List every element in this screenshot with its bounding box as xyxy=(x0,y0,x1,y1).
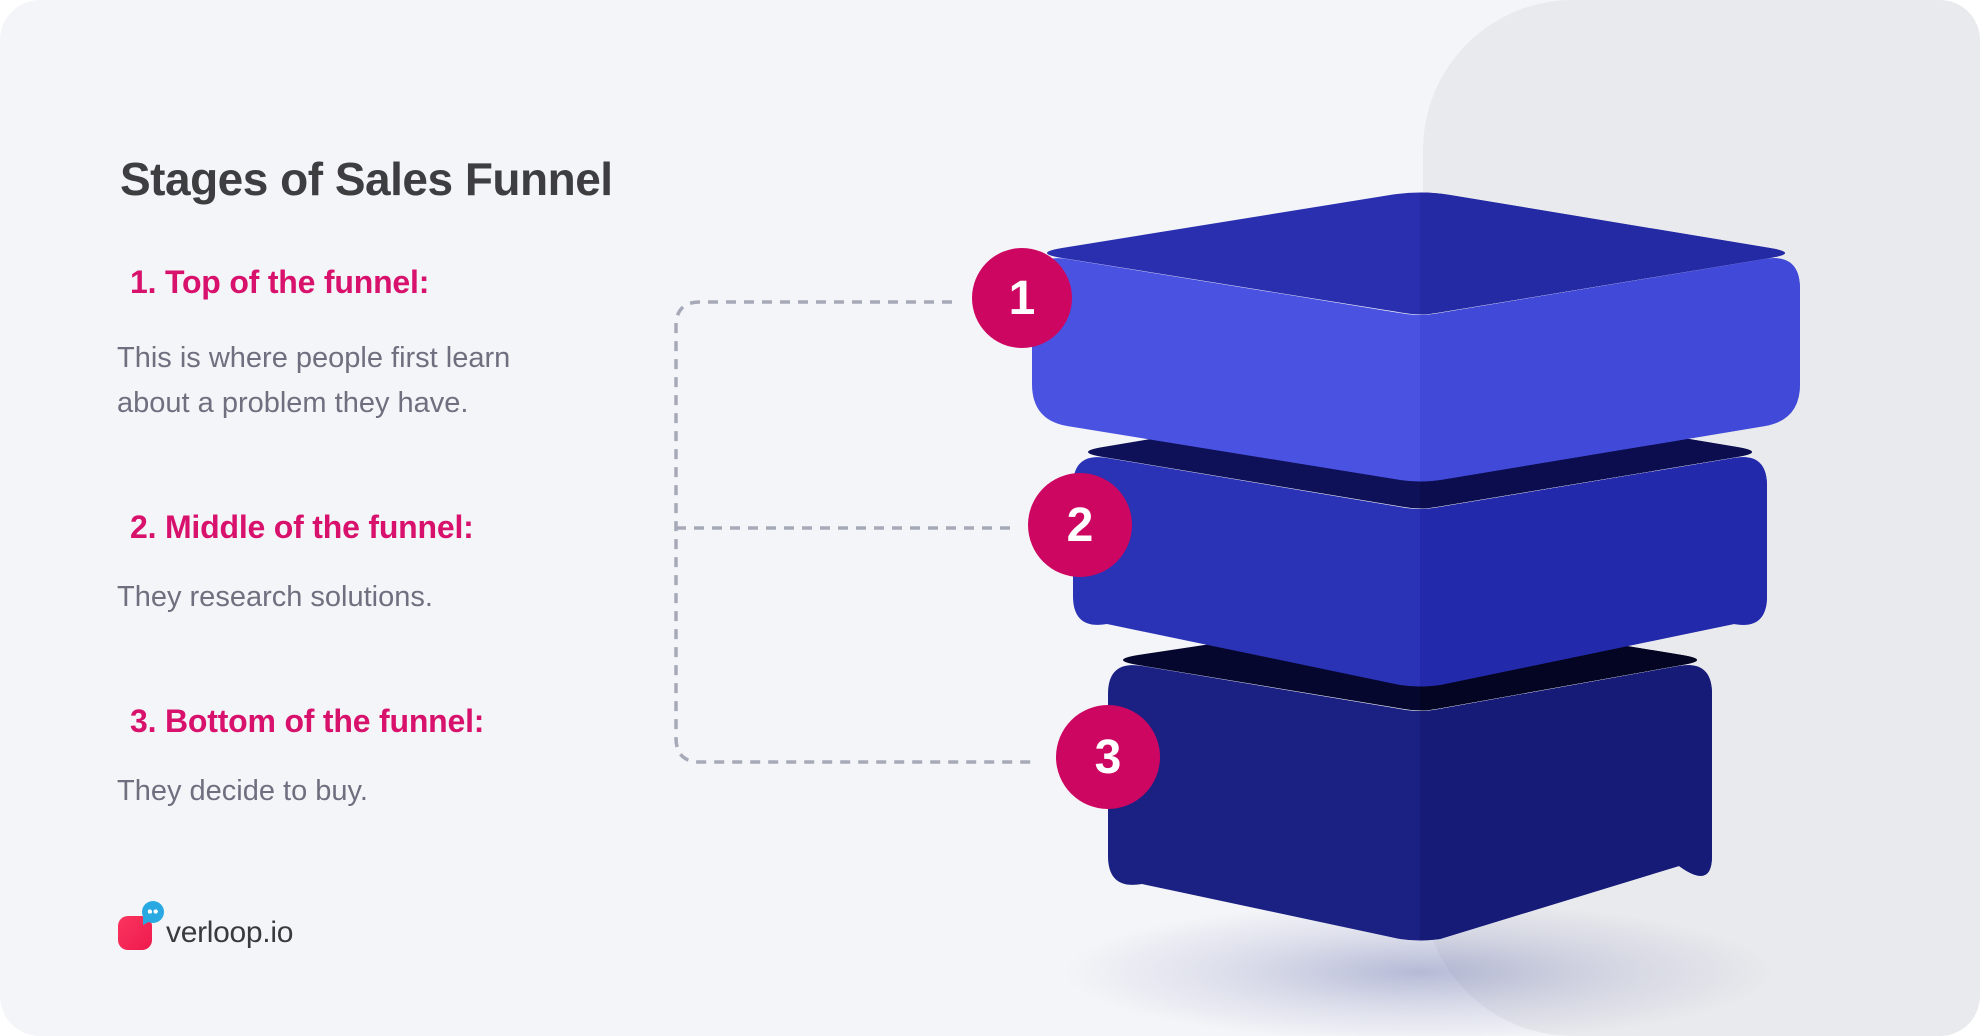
stage-1-heading: 1. Top of the funnel: xyxy=(130,264,430,300)
funnel-floor-shadow xyxy=(1065,902,1775,1036)
chat-bubble-icon xyxy=(142,901,164,923)
block3-front-face-right xyxy=(1420,665,1712,941)
stage-badge-2: 2 xyxy=(1028,473,1132,577)
stage-2-description: They research solutions. xyxy=(117,581,433,613)
connector-lines xyxy=(674,300,1038,764)
stage-badge-3: 3 xyxy=(1056,705,1160,809)
block1-top-face-right xyxy=(1420,192,1785,315)
stage-badge-1: 1 xyxy=(972,248,1072,348)
stage-badge-3-number: 3 xyxy=(1094,730,1122,784)
funnel-block-1 xyxy=(1032,192,1800,482)
page-title: Stages of Sales Funnel xyxy=(120,152,613,205)
brand-logo: verloop.io xyxy=(118,898,293,950)
verloop-logo-mark xyxy=(118,901,164,950)
stage-1-description: This is where people first learn about a… xyxy=(117,342,511,419)
stage-3-heading: 3. Bottom of the funnel: xyxy=(130,703,485,739)
stage-3-description: They decide to buy. xyxy=(117,775,368,807)
connector-bracket xyxy=(674,300,1038,764)
block2-front-face-right xyxy=(1420,457,1767,687)
stage-2-heading: 2. Middle of the funnel: xyxy=(130,509,474,545)
block1-front-face-right xyxy=(1420,258,1800,482)
stage-badge-2-number: 2 xyxy=(1066,498,1094,552)
brand-name: verloop.io xyxy=(166,916,294,949)
stage-badge-1-number: 1 xyxy=(1008,271,1036,325)
